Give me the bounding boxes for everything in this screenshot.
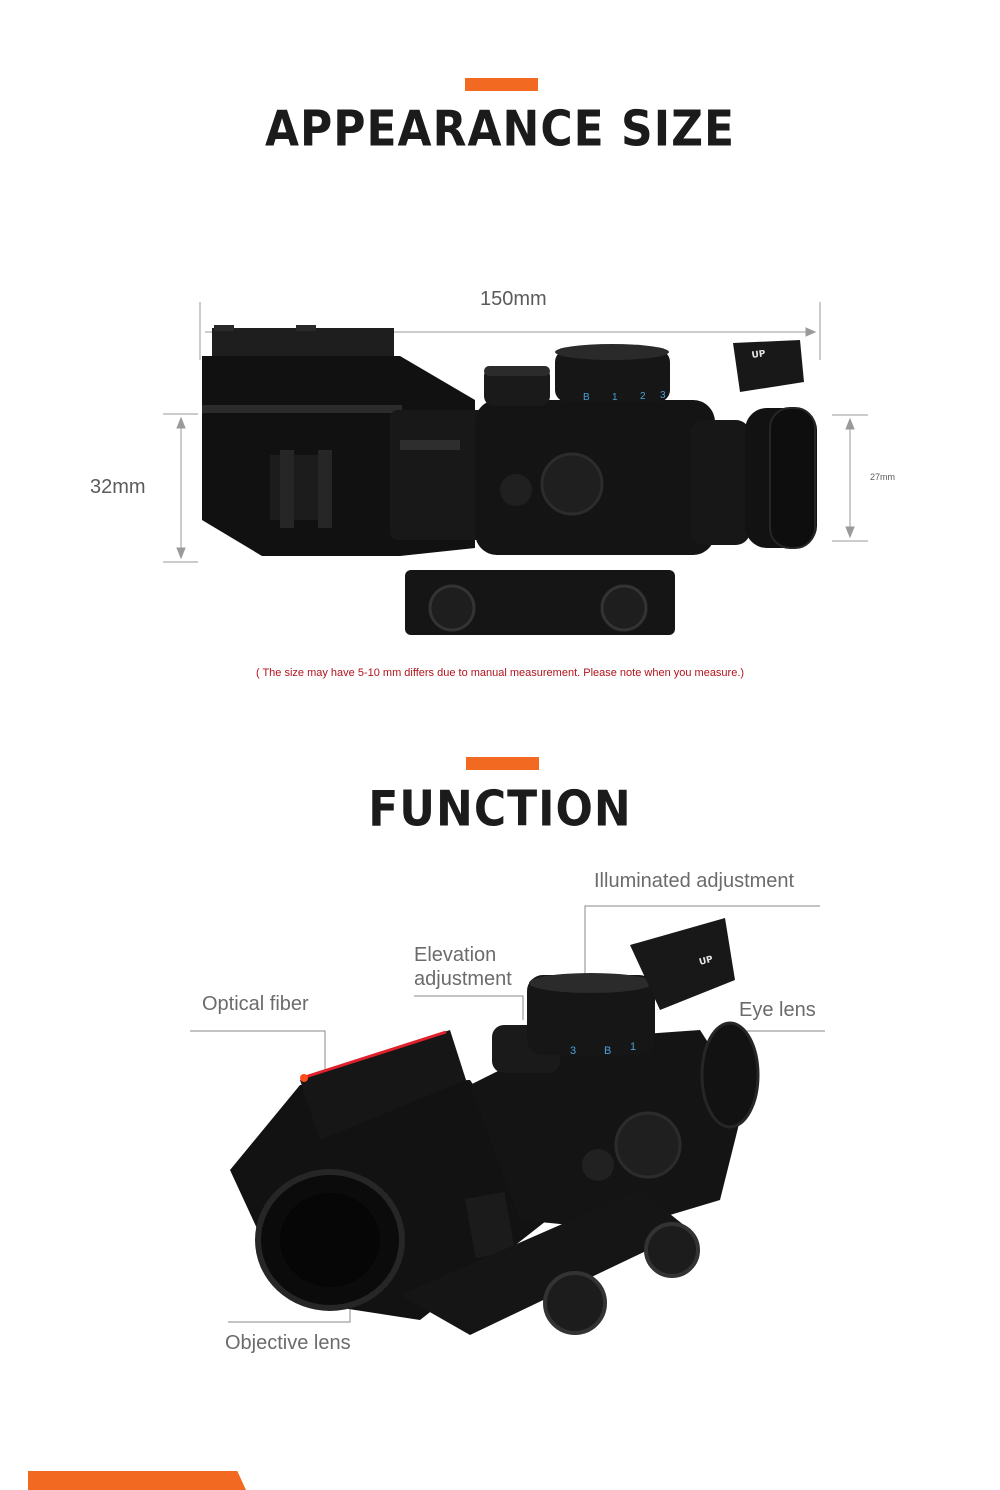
optical-fiber-label: Optical fiber — [202, 993, 309, 1015]
scope-side-view: B 1 2 3 UP — [163, 302, 868, 635]
objective-lens-label: Objective lens — [225, 1332, 351, 1354]
mount-screw-rear — [600, 584, 648, 632]
appearance-accent-bar — [465, 78, 538, 91]
dial-number: 1 — [612, 392, 618, 403]
sight-text: UP — [751, 349, 767, 361]
appearance-size-title: APPEARANCE SIZE — [264, 100, 736, 159]
optical-fiber-strip — [301, 1030, 447, 1080]
dial-number: 3 — [570, 1045, 576, 1057]
angled-mount — [400, 1190, 690, 1335]
height-dimension-label: 32mm — [90, 476, 146, 498]
sight-text: UP — [698, 955, 714, 968]
illuminated-adjustment-label: Illuminated adjustment — [594, 870, 795, 892]
length-dimension-label: 150mm — [480, 288, 547, 310]
angled-eyepiece — [700, 1021, 760, 1129]
angled-objective — [230, 1080, 560, 1320]
elevation-adjustment-label-line2: adjustment — [414, 968, 512, 990]
function-accent-bar — [466, 757, 539, 770]
function-title: FUNCTION — [368, 780, 632, 839]
dial-number: 2 — [640, 391, 646, 402]
dimension-lines — [163, 302, 868, 563]
dial-number: B — [604, 1045, 611, 1057]
dial-number: 1 — [630, 1041, 636, 1053]
measurement-note: ( The size may have 5-10 mm differs due … — [255, 667, 745, 679]
angled-mount-screw-rear — [644, 1222, 700, 1278]
elevation-adjustment-label-line1: Elevation — [414, 944, 497, 966]
angled-rear-sight: UP — [630, 918, 735, 1010]
angled-illumination-dial — [527, 975, 655, 1055]
angled-mount-screw-front — [543, 1271, 607, 1335]
eyepiece-dimension-label: 27mm — [870, 472, 896, 482]
scope-top-rail — [212, 325, 394, 358]
front-sight — [300, 1030, 466, 1140]
dial-number: 3 — [660, 390, 666, 401]
illumination-dial — [555, 350, 670, 402]
angled-scope-body — [470, 1030, 745, 1230]
mount-screw-front — [428, 584, 476, 632]
dial-number: B — [583, 392, 590, 403]
scope-eyepiece — [690, 420, 750, 545]
eye-lens-label: Eye lens — [739, 999, 816, 1021]
footer-accent-bar — [28, 1471, 246, 1490]
rear-sight: UP — [733, 340, 804, 392]
